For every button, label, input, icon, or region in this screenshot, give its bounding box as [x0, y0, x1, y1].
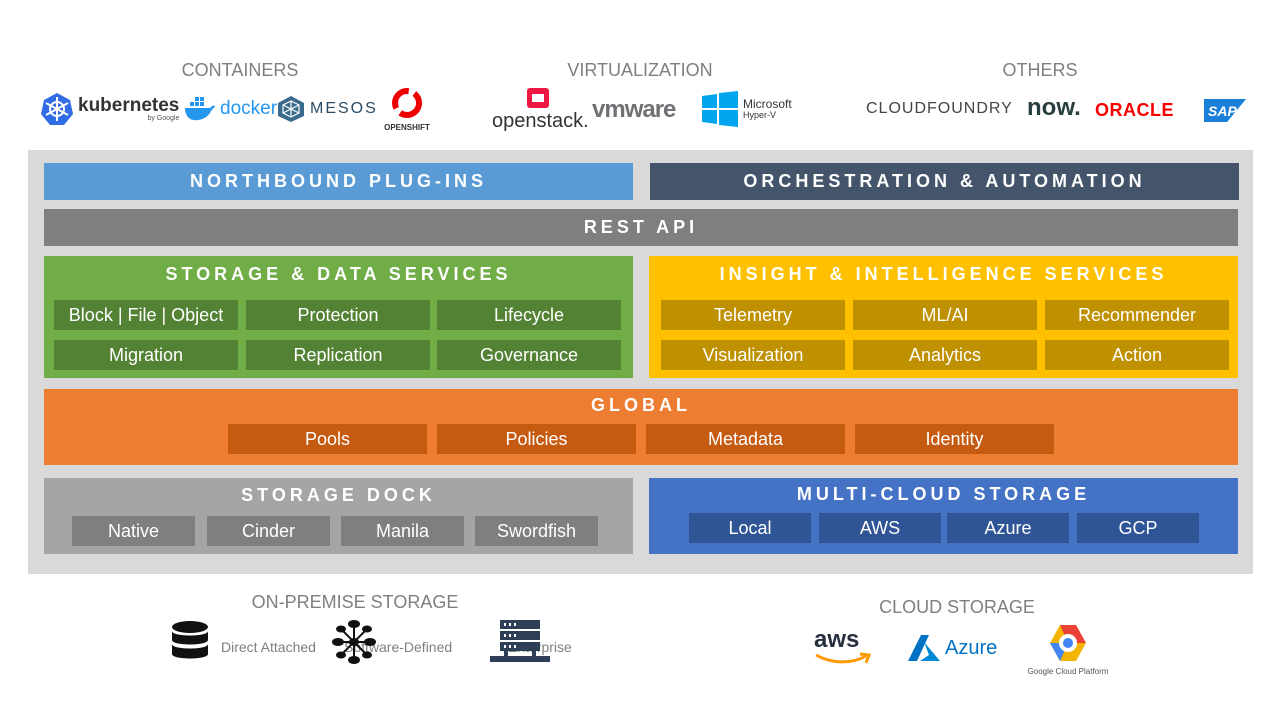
vmware-logo: vmware [592, 96, 676, 123]
kubernetes-icon [41, 93, 73, 125]
orchestration-automation-bar: ORCHESTRATION & AUTOMATION [650, 163, 1239, 200]
cloud-cell: Local [689, 513, 811, 543]
openstack-logo: openstack. [492, 86, 589, 132]
docker-logo: docker [184, 96, 277, 122]
cloud-cell: Azure [947, 513, 1069, 543]
database-icon [172, 621, 208, 659]
insight-cell: Recommender [1045, 300, 1229, 330]
now-logo: now. [1027, 94, 1081, 121]
dock-cell: Native [72, 516, 195, 546]
virtualization-title: VIRTUALIZATION [567, 60, 713, 80]
service-cell: Protection [246, 300, 430, 330]
enterprise-server-icon [490, 620, 550, 662]
cloudfoundry-text: CLOUDFOUNDRY [866, 100, 1013, 117]
gcp-logo: Google Cloud Platform [1025, 624, 1111, 676]
multicloud-storage-panel: MULTI-CLOUD STORAGE Local AWS Azure GCP [649, 478, 1238, 554]
storage-data-services-title: STORAGE & DATA SERVICES [165, 264, 512, 284]
cloud-cell: AWS [819, 513, 941, 543]
containers-title: CONTAINERS [181, 60, 299, 80]
global-cell: Policies [437, 424, 636, 454]
dock-cell: Swordfish [475, 516, 598, 546]
sap-text: SAP [1208, 102, 1237, 119]
dock-cell: Cinder [207, 516, 330, 546]
azure-icon [908, 635, 940, 661]
direct-attached-label: Direct Attached [221, 639, 316, 655]
gcp-text: Google Cloud Platform [1027, 667, 1109, 676]
service-cell: Governance [437, 340, 621, 370]
global-title: GLOBAL [591, 395, 691, 415]
insight-cell: Analytics [853, 340, 1037, 370]
dock-cell: Manila [341, 516, 464, 546]
insight-cell: Action [1045, 340, 1229, 370]
storage-dock-panel: STORAGE DOCK Native Cinder Manila Swordf… [44, 478, 633, 554]
others-title: OTHERS [1002, 60, 1078, 80]
openshift-logo: OPENSHIFT [384, 86, 430, 132]
aws-text: aws [814, 626, 860, 653]
mesos-logo: MESOS [276, 95, 378, 123]
global-cell: Metadata [646, 424, 845, 454]
insight-cell: Visualization [661, 340, 845, 370]
openshift-text: OPENSHIFT [384, 123, 430, 132]
storage-dock-title: STORAGE DOCK [241, 485, 436, 505]
mesos-text: MESOS [310, 100, 378, 117]
multicloud-storage-title: MULTI-CLOUD STORAGE [796, 484, 1091, 504]
docker-text: docker [220, 98, 278, 119]
azure-text: Azure [945, 636, 998, 659]
service-cell: Migration [54, 340, 238, 370]
openstack-text: openstack. [492, 110, 589, 132]
oracle-logo: ORACLE [1095, 100, 1174, 120]
kubernetes-logo: kubernetes by Google [40, 92, 179, 126]
gcp-hexagon-icon [1050, 625, 1086, 661]
openstack-icon [527, 88, 549, 108]
northbound-plugins-bar: NORTHBOUND PLUG-INS [44, 163, 633, 200]
mesos-icon [278, 96, 304, 122]
sap-logo: SAP [1204, 99, 1246, 122]
hyperv-text: Hyper-V [743, 109, 777, 120]
insight-intelligence-title: INSIGHT & INTELLIGENCE SERVICES [719, 264, 1168, 284]
docker-whale-icon [185, 97, 215, 121]
global-cell: Identity [855, 424, 1054, 454]
service-cell: Replication [246, 340, 430, 370]
service-cell: Lifecycle [437, 300, 621, 330]
hyperv-logo: Microsoft Hyper-V [701, 90, 792, 128]
storage-data-services-panel: STORAGE & DATA SERVICES Block | File | O… [44, 256, 633, 378]
kubernetes-sub: by Google [147, 115, 180, 122]
aws-smile-icon [815, 652, 872, 664]
insight-cell: Telemetry [661, 300, 845, 330]
kubernetes-text: kubernetes [78, 95, 180, 116]
onprem-storage-title: ON-PREMISE STORAGE [251, 592, 459, 612]
insight-cell: ML/AI [853, 300, 1037, 330]
cloudfoundry-logo: CLOUDFOUNDRY [866, 100, 1013, 118]
openshift-icon [392, 88, 422, 118]
windows-icon [702, 91, 738, 127]
global-panel: GLOBAL Pools Policies Metadata Identity [44, 389, 1238, 465]
insight-intelligence-panel: INSIGHT & INTELLIGENCE SERVICES Telemetr… [649, 256, 1238, 378]
software-defined-storage-icon [332, 620, 376, 664]
global-cell: Pools [228, 424, 427, 454]
microsoft-text: Microsoft [743, 96, 792, 111]
azure-logo: Azure [907, 634, 997, 662]
cloud-storage-title: CLOUD STORAGE [879, 597, 1035, 617]
service-cell: Block | File | Object [54, 300, 238, 330]
aws-logo: aws [814, 628, 874, 671]
cloud-cell: GCP [1077, 513, 1199, 543]
rest-api-bar: REST API [44, 209, 1238, 246]
